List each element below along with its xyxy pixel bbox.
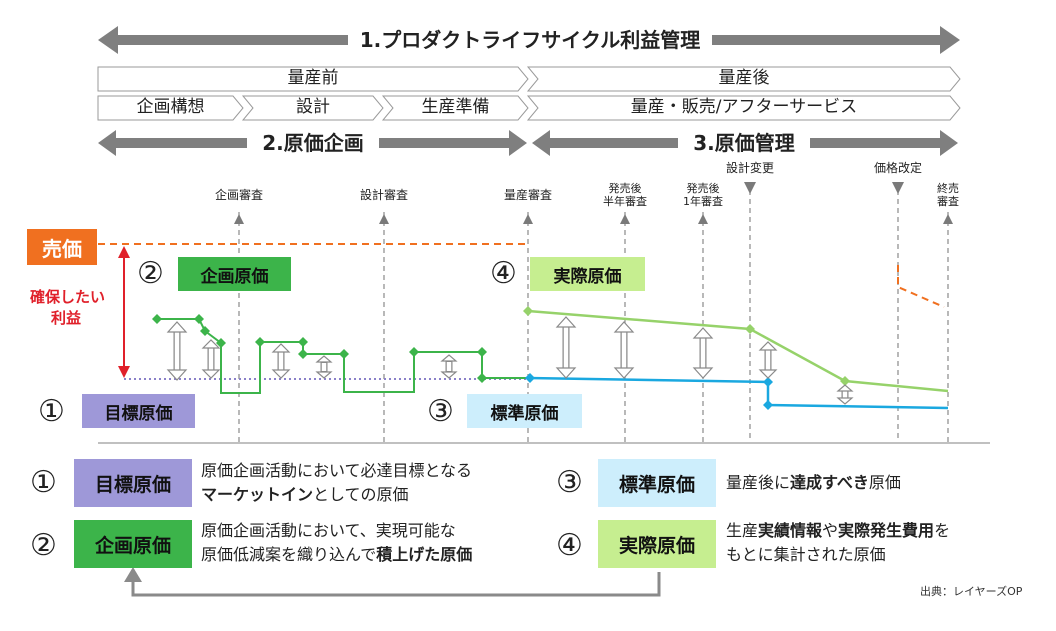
milestone-half-year-line2: 半年審査 [603, 195, 647, 208]
milestone-end-line1: 終売 [937, 182, 959, 195]
legend-actual-desc-bold1: 実績情報 [758, 521, 823, 540]
legend-standard-cost-badge: 標準原価 [598, 459, 716, 507]
plan-cost-line [152, 314, 528, 394]
phase-design-chevron [241, 95, 384, 121]
margin-label: 確保したい 利益 [30, 287, 106, 329]
legend-standard-desc-b: 原価 [868, 473, 901, 492]
milestone-mass-production-review: 量産審査 [503, 188, 552, 202]
phase-post-chevron [526, 66, 961, 92]
milestone-half-year-line1: 発売後 [608, 182, 642, 195]
phase-design-label: 設計 [296, 97, 330, 117]
phase-pre-chevron [97, 66, 529, 92]
milestone-end-line2: 審査 [937, 195, 959, 208]
source-note: 出典：レイヤーズOP [920, 585, 1023, 598]
phase-pre-label: 量産前 [287, 68, 339, 88]
management-title: 3.原価管理 [678, 130, 810, 156]
legend-plan-desc-rest: 原価低減案を織り込んで [201, 545, 377, 564]
chart-num-3: ③ [427, 394, 454, 429]
legend-plan-desc: 原価企画活動において、実現可能な 原価低減案を織り込んで積上げた原価 [201, 519, 472, 567]
legend-actual-desc-line2: もとに集計された原価 [726, 545, 886, 564]
standard-cost-line [525, 373, 949, 410]
legend-target-desc-line2: マーケットインとしての原価 [201, 483, 472, 507]
legend-target-cost-badge: 目標原価 [74, 459, 192, 507]
milestone-one-year-review: 発売後 1年審査 [673, 182, 733, 208]
milestone-end-of-sale: 終売 審査 [928, 182, 968, 208]
phase-concept-chevron [97, 95, 244, 121]
legend-plan-desc-line2: 原価低減案を織り込んで積上げた原価 [201, 543, 472, 567]
management-gap-arrowheads [555, 316, 854, 405]
planning-gap-arrows [173, 330, 453, 372]
legend-num-1: ① [30, 465, 57, 500]
milestone-design-review: 設計審査 [359, 188, 408, 202]
chart-num-4: ④ [490, 256, 517, 291]
chart-actual-cost-badge: 実際原価 [530, 257, 645, 291]
milestone-design-change: 設計変更 [725, 161, 774, 175]
planning-title: 2.原価企画 [247, 130, 379, 156]
legend-target-desc-bold: マーケットイン [201, 485, 314, 504]
margin-label-line1: 確保したい [30, 288, 106, 306]
milestone-arrowheads [234, 182, 953, 224]
phase-production-label: 量産・販売/アフターサービス [630, 97, 858, 117]
milestone-half-year-review: 発売後 半年審査 [595, 182, 655, 208]
legend-target-desc: 原価企画活動において必達目標となる マーケットインとしての原価 [201, 459, 472, 507]
phase-production-chevron [526, 95, 961, 121]
legend-plan-cost-badge: 企画原価 [74, 520, 192, 568]
planning-gap-arrowheads [166, 321, 458, 381]
phase-prep-chevron [381, 95, 529, 121]
phase-post-label: 量産後 [718, 68, 770, 88]
phase-concept-label: 企画構想 [136, 97, 205, 117]
planning-gap-arrows-inner [174, 331, 452, 371]
milestone-one-year-line1: 発売後 [686, 182, 720, 195]
legend-actual-desc: 生産実績情報や実際発生費用を もとに集計された原価 [726, 519, 950, 567]
chart-num-2: ② [137, 256, 164, 291]
legend-standard-desc: 量産後に達成すべき原価 [726, 471, 901, 495]
milestone-planning-review: 企画審査 [214, 188, 263, 202]
legend-plan-desc-line1: 原価企画活動において、実現可能な [201, 521, 456, 540]
legend-num-3: ③ [556, 465, 583, 500]
milestone-price-revision: 価格改定 [873, 161, 922, 175]
legend-num-2: ② [30, 528, 57, 563]
legend-standard-desc-bold: 達成すべき [790, 473, 869, 492]
legend-actual-desc-bold2: 実際発生費用 [838, 521, 935, 540]
legend-target-desc-line1: 原価企画活動において必達目標となる [201, 461, 473, 480]
legend-num-4: ④ [556, 528, 583, 563]
management-gap-arrows-inner [563, 326, 848, 398]
milestone-one-year-line2: 1年審査 [683, 195, 723, 208]
legend-plan-desc-bold: 積上げた原価 [376, 545, 473, 564]
chart-num-1: ① [38, 394, 65, 429]
lifecycle-title: 1.プロダクトライフサイクル利益管理 [348, 27, 712, 53]
legend-actual-desc-line1: 生産実績情報や実際発生費用を [726, 519, 950, 543]
legend-standard-desc-a: 量産後に [726, 473, 791, 492]
feedback-arrow [124, 567, 661, 597]
phase-prep-label: 生産準備 [421, 97, 490, 117]
legend-actual-desc-b: や [822, 521, 839, 540]
actual-cost-line [523, 306, 949, 393]
chart-standard-cost-badge: 標準原価 [467, 394, 582, 428]
chart-plan-cost-badge: 企画原価 [178, 257, 291, 291]
margin-label-line2: 利益 [50, 309, 81, 327]
legend-actual-desc-c: を [934, 521, 951, 540]
selling-price-badge: 売価 [27, 229, 97, 265]
legend-actual-desc-a: 生産 [726, 521, 759, 540]
chart-target-cost-badge: 目標原価 [82, 394, 195, 428]
legend-actual-cost-badge: 実際原価 [598, 520, 716, 568]
legend-target-desc-rest: としての原価 [313, 485, 409, 504]
